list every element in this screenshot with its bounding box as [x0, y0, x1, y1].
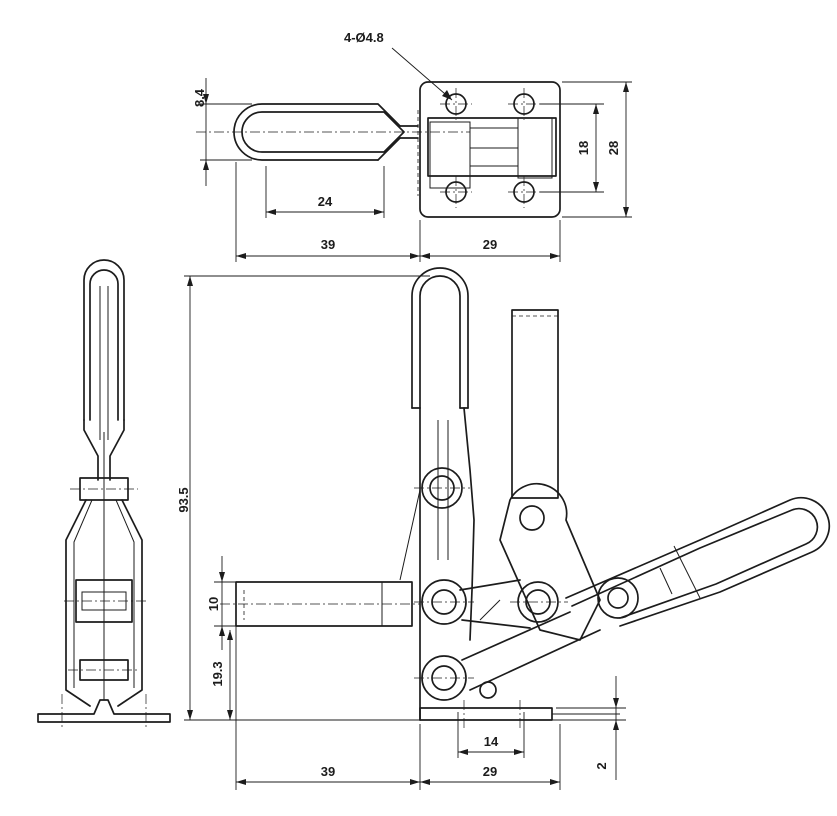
pivot-pin — [414, 467, 470, 509]
dim-holes-label: 4-Ø4.8 — [344, 30, 384, 45]
pivot-pin — [510, 581, 568, 623]
dim-top-height-label: 8.4 — [192, 88, 207, 107]
dim-front-base-width-label: 29 — [483, 764, 497, 779]
dim-spindle-height-label: 19.3 — [210, 661, 225, 686]
dim-base-width-label: 28 — [606, 141, 621, 155]
dim-handle-length-label: 24 — [318, 194, 333, 209]
top-view: 4-Ø4.8 8.4 24 39 29 18 — [192, 30, 632, 262]
mounting-hole — [440, 88, 472, 120]
mounting-hole — [508, 176, 540, 208]
pivot-pin — [414, 655, 474, 701]
mounting-hole — [508, 88, 540, 120]
side-view — [37, 259, 171, 730]
dim-base-thickness-label: 2 — [594, 762, 609, 769]
dim-front-left-width-label: 39 — [321, 764, 335, 779]
dim-slot-spacing-label: 14 — [484, 734, 499, 749]
pivot-pin — [414, 579, 474, 625]
dim-top-left-width-label: 39 — [321, 237, 335, 252]
mounting-hole — [440, 176, 472, 208]
front-view: 93.5 10 19.3 14 39 29 — [176, 267, 831, 790]
dim-total-height-label: 93.5 — [176, 487, 191, 512]
dim-top-base-width-label: 29 — [483, 237, 497, 252]
dim-hole-spacing-label: 18 — [576, 141, 591, 155]
dim-spindle-dia-label: 10 — [206, 597, 221, 611]
pivot-pin — [597, 577, 639, 619]
